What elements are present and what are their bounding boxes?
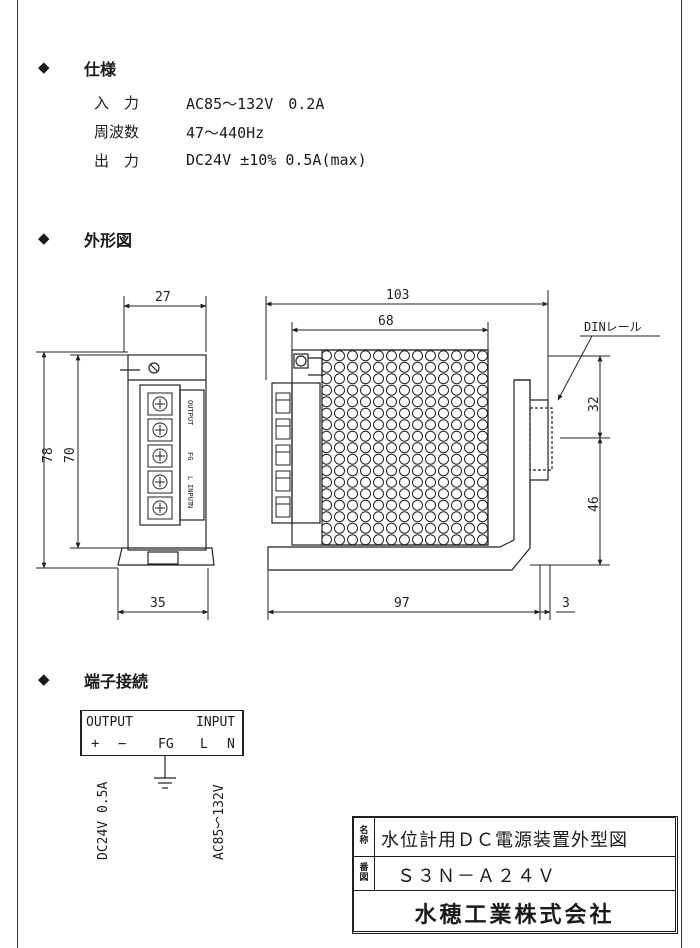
name-label-cell: 名称 <box>353 817 375 857</box>
dim-103: 103 <box>386 288 409 303</box>
spec-frequency-value: 47～440Hz <box>186 124 265 142</box>
dim-35: 35 <box>150 596 166 611</box>
number-label: 番図 <box>359 863 369 883</box>
din-rail-label: DINレール <box>584 320 642 334</box>
title-block: 名称 水位計用ＤＣ電源装置外型図 番図 Ｓ３Ｎ－Ａ２４Ｖ 水穂工業株式会社 <box>352 816 678 934</box>
page-frame-left <box>17 0 18 948</box>
side-label-output: OUTPUT <box>186 400 194 426</box>
dim-70: 70 <box>63 447 78 463</box>
dim-3: 3 <box>562 596 570 611</box>
drawing-number: Ｓ３Ｎ－Ａ２４Ｖ <box>397 866 557 887</box>
terminal-box-left-edge <box>80 710 82 756</box>
dim-78: 78 <box>41 447 56 463</box>
number-value-cell: Ｓ３Ｎ－Ａ２４Ｖ <box>375 857 676 891</box>
terminal-bullet-icon: ◆ <box>38 670 50 688</box>
side-label-n: N <box>186 504 194 508</box>
outline-drawing: OUTPUT FG L INPUT N 27 78 70 35 <box>36 288 660 620</box>
terminal-heading: 端子接続 <box>84 672 149 691</box>
spec-input-value: AC85～132V 0.2A <box>186 95 325 113</box>
front-terminal-screws <box>275 392 291 518</box>
outline-bullet-icon: ◆ <box>38 229 50 247</box>
company-cell: 水穂工業株式会社 <box>353 891 676 932</box>
dim-97: 97 <box>394 596 410 611</box>
ground-symbol-icon <box>154 756 176 789</box>
side-label-fg: FG <box>186 452 194 460</box>
name-value-cell: 水位計用ＤＣ電源装置外型図 <box>375 817 676 857</box>
terminal-output-label: OUTPUT <box>86 715 133 730</box>
spec-frequency-label: 周波数 <box>94 123 140 141</box>
page-frame-right <box>681 0 682 948</box>
dim-68: 68 <box>378 314 394 329</box>
drawing-name: 水位計用ＤＣ電源装置外型図 <box>381 830 628 851</box>
terminal-input-label: INPUT <box>196 715 236 730</box>
terminal-plus: + <box>91 736 100 752</box>
spec-output-label: 出 力 <box>94 152 140 170</box>
name-label: 名称 <box>359 826 369 846</box>
side-view <box>117 354 215 566</box>
spec-heading: 仕様 <box>84 60 117 79</box>
terminal-fg: FG <box>158 737 174 752</box>
spec-input-label: 入 力 <box>94 94 140 112</box>
outline-heading: 外形図 <box>84 231 133 250</box>
spec-output-value: DC24V ±10% 0.5A(max) <box>186 151 367 169</box>
terminal-minus: − <box>118 736 127 752</box>
spec-bullet-icon: ◆ <box>38 58 50 76</box>
terminal-box <box>80 710 244 756</box>
terminal-n: N <box>227 737 235 752</box>
number-label-cell: 番図 <box>353 857 375 891</box>
dim-46: 46 <box>587 496 602 512</box>
dim-32: 32 <box>587 396 602 412</box>
company-name: 水穂工業株式会社 <box>414 903 615 928</box>
front-view <box>267 349 553 571</box>
side-label-input: INPUT <box>186 484 194 506</box>
side-label-l: L <box>186 476 194 480</box>
dc-output-text: DC24V 0.5A <box>96 781 111 860</box>
terminal-l: L <box>200 737 208 752</box>
dim-27: 27 <box>155 290 171 305</box>
ac-input-text: AC85～132V <box>212 784 227 860</box>
side-terminal-screws <box>147 392 173 520</box>
